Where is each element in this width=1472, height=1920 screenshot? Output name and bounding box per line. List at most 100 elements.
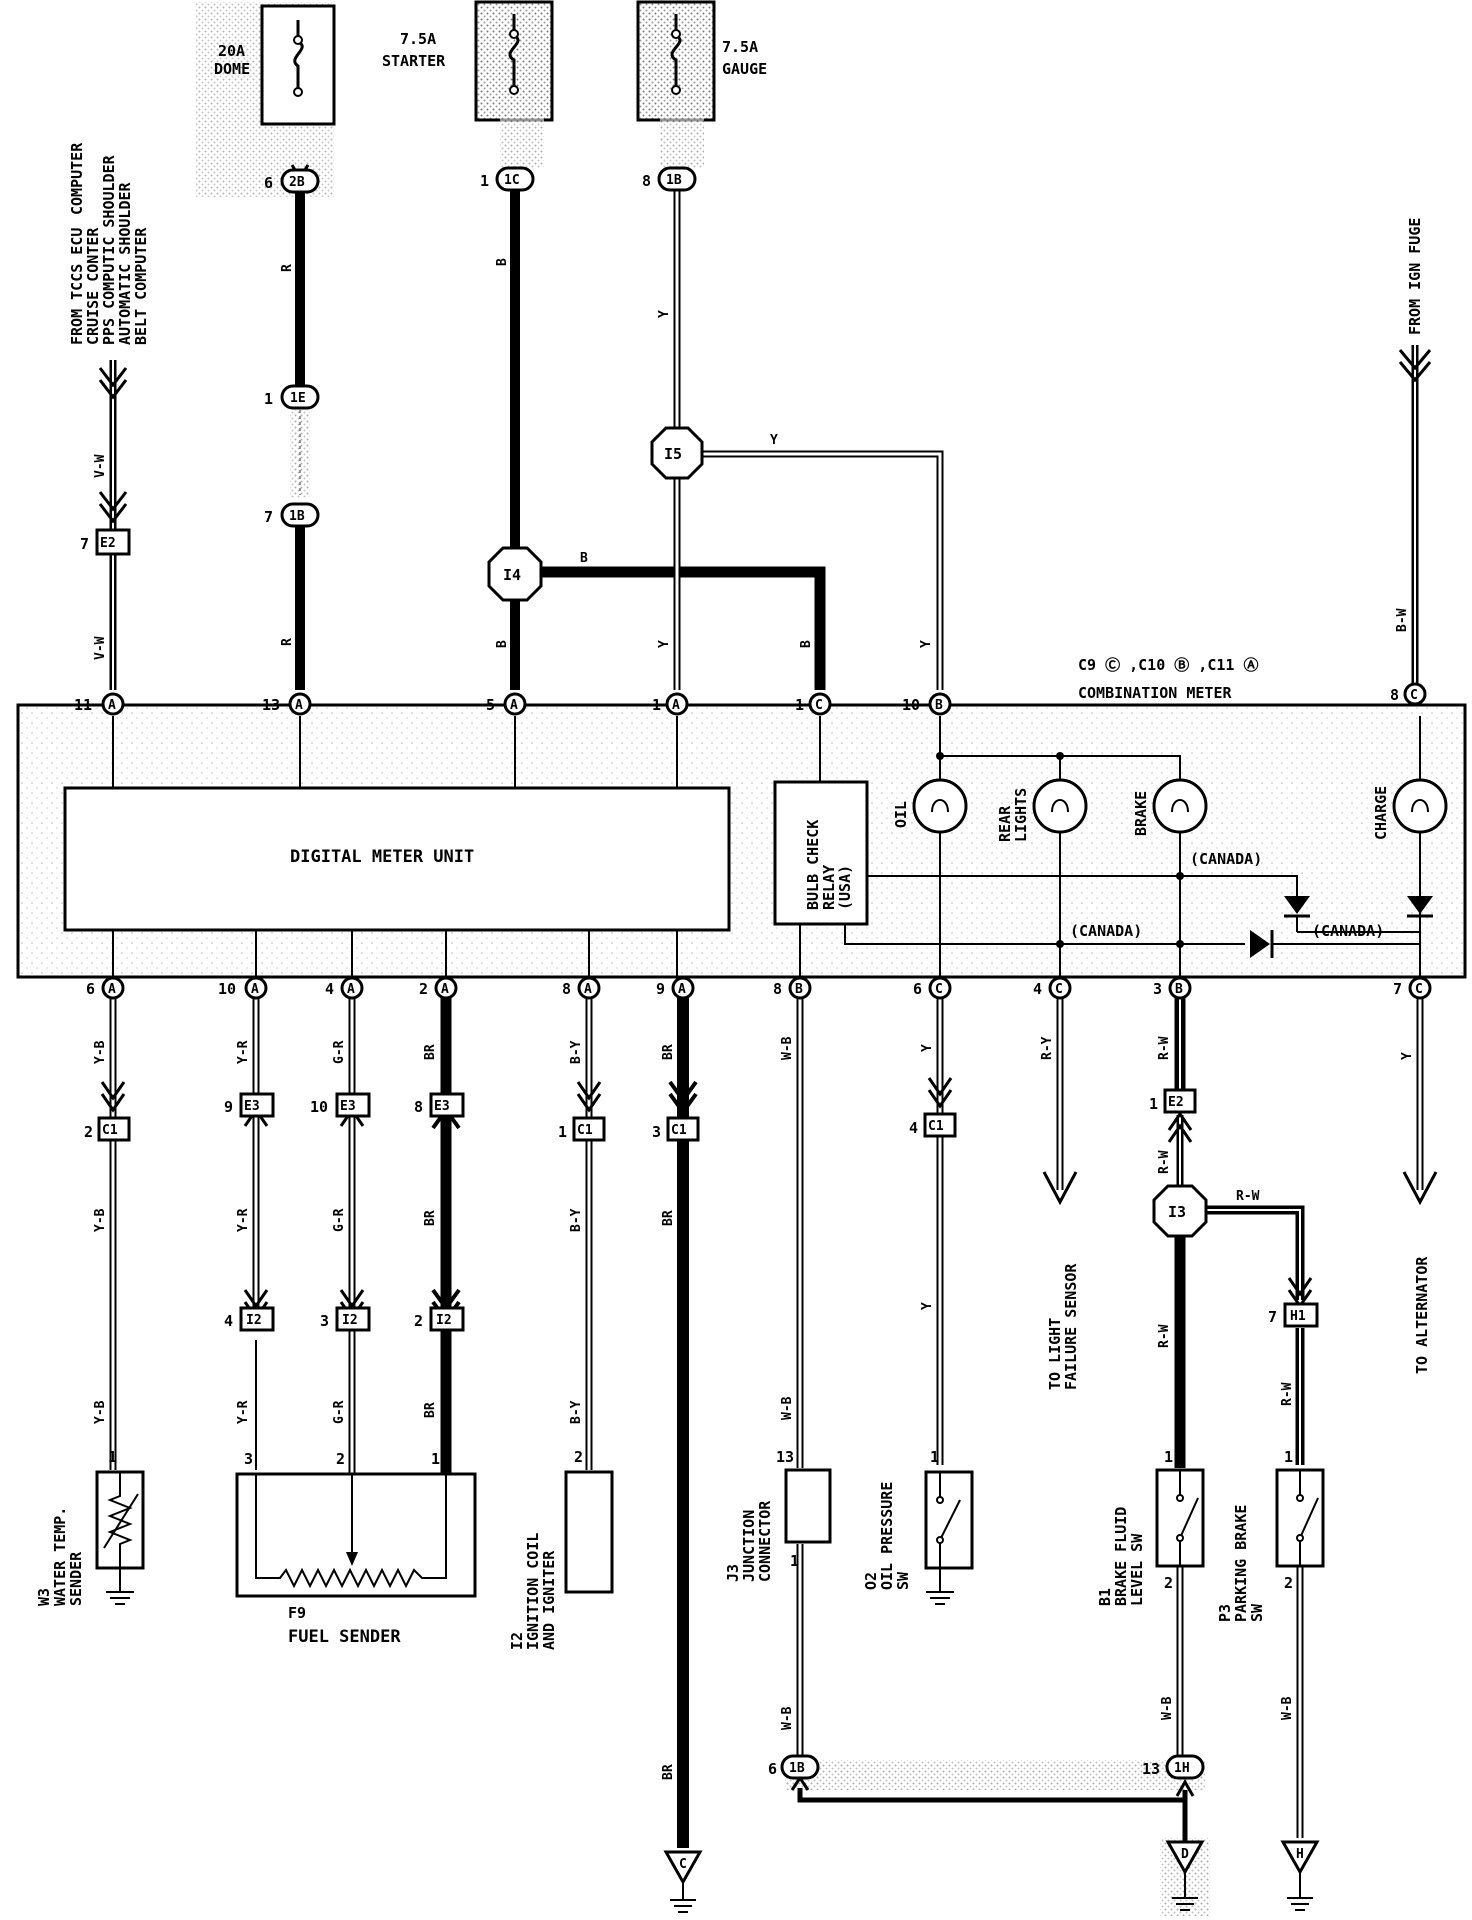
wire-label-y-2: Y — [770, 433, 778, 448]
connector-pin: 1 — [1149, 1095, 1158, 1113]
source-line-5: BELT COMPUTER — [132, 227, 150, 345]
wire-vw-upper — [98, 360, 128, 690]
pin-id: C — [815, 698, 823, 713]
junction-i4: I4 — [487, 546, 543, 602]
connector-id: 1B — [666, 173, 682, 188]
w3-name-2: SENDER — [67, 1551, 85, 1606]
i2-name-2: AND IGNITER — [540, 1550, 558, 1650]
pin-number: 3 — [1153, 980, 1162, 998]
connector-id: 1H — [1174, 1761, 1190, 1776]
wire-label-br-4: BR — [661, 1044, 676, 1060]
wire-by-lower — [576, 995, 602, 1470]
source-line-4: AUTOMATIC SHOULDER — [116, 181, 134, 345]
oil-pressure-switch: 1 O2 OIL PRESSURE SW — [862, 1448, 974, 1605]
connector-1b-gauge: 1B 8 — [642, 166, 697, 192]
connector-id: 1B — [789, 1761, 805, 1776]
combination-meter: C9 Ⓒ ,C10 Ⓑ ,C11 Ⓐ COMBINATION METER DIG… — [16, 656, 1467, 985]
wire-label-wb-1: W-B — [780, 1036, 795, 1060]
w3-pin: 1 — [108, 1448, 117, 1466]
junction-connector: 13 1 J3 JUNCTION CONNECTOR — [724, 1448, 832, 1582]
wire-label-r-2: R — [280, 638, 295, 646]
connector-1e: 1E 1 — [264, 384, 320, 410]
p3-name-1: PARKING BRAKE — [1232, 1505, 1250, 1622]
pin-number: 11 — [74, 696, 92, 714]
o2-name-1: OIL PRESSURE — [878, 1482, 896, 1590]
w3-id: W3 — [35, 1588, 53, 1606]
wire-label-yb-2: Y-B — [93, 1208, 108, 1232]
connector-id: E3 — [244, 1099, 260, 1114]
f9-pin-1: 1 — [431, 1450, 440, 1468]
pin-id: C — [935, 982, 943, 997]
j3-name-2: CONNECTOR — [756, 1500, 774, 1582]
wire-yb-lower — [100, 995, 126, 1470]
parking-brake-switch: 1 2 P3 PARKING BRAKE SW — [1216, 1448, 1325, 1622]
wire-label-yr-3: Y-R — [236, 1400, 251, 1424]
connector-pin: 1 — [264, 390, 273, 408]
connector-pin: 4 — [224, 1312, 233, 1330]
connector-pin: 3 — [320, 1312, 329, 1330]
pin-id: A — [295, 698, 303, 713]
wire-label-wb-3: W-B — [780, 1706, 795, 1730]
wire-label-yr-2: Y-R — [236, 1208, 251, 1232]
connector-id: E3 — [340, 1099, 356, 1114]
j3-pin-13: 13 — [776, 1448, 794, 1466]
wire-label-vw-1: V-W — [93, 454, 108, 478]
fuse-dome-rating: 20A — [218, 42, 245, 60]
connector-id: C1 — [928, 1119, 944, 1134]
bulb-oil-label: OIL — [892, 801, 910, 828]
wire-label-y-4: Y — [919, 640, 934, 648]
wire-label-br-5: BR — [661, 1210, 676, 1226]
junction-i5: I5 — [650, 426, 704, 480]
f9-pin-2: 2 — [336, 1450, 345, 1468]
junction-i3: I3 — [1152, 1184, 1208, 1238]
connector-pin: 6 — [768, 1760, 777, 1778]
pin-number: 1 — [652, 696, 661, 714]
j3-pin-1: 1 — [790, 1552, 799, 1570]
i2-id: I2 — [508, 1632, 526, 1650]
wire-label-wb-5: W-B — [1280, 1696, 1295, 1720]
f9-pin-3: 3 — [244, 1450, 253, 1468]
fuse-dome-name: DOME — [214, 60, 250, 78]
p3-id: P3 — [1216, 1604, 1234, 1622]
pin-number: 5 — [486, 696, 495, 714]
connector-pin: 8 — [642, 172, 651, 190]
connector-pin: 4 — [909, 1119, 918, 1137]
wire-label-gr-1: G-R — [332, 1040, 347, 1064]
wire-label-yr-1: Y-R — [236, 1040, 251, 1064]
pin-number: 6 — [86, 980, 95, 998]
pin-number: 6 — [913, 980, 922, 998]
water-temp-sender: 1 W3 WATER TEMP. SENDER — [35, 1448, 145, 1606]
source-ign-fuse: FROM IGN FUGE — [1406, 218, 1424, 335]
wire-label-b-1: B — [495, 258, 510, 266]
wire-label-yb-3: Y-B — [93, 1400, 108, 1424]
connector-id: I2 — [246, 1313, 262, 1328]
connector-pin: 7 — [1268, 1308, 1277, 1326]
connector-id: I2 — [342, 1313, 358, 1328]
wire-ry-lower — [1042, 995, 1078, 1206]
fuse-gauge-rating: 7.5A — [722, 38, 758, 56]
bulb-oil: OIL — [892, 778, 968, 834]
ignition-coil: 2 I2 IGNITION COIL AND IGNITER — [508, 1448, 614, 1650]
bulb-rear-lights: REAR LIGHTS — [996, 778, 1088, 842]
dest-light-sensor-2: FAILURE SENSOR — [1062, 1263, 1080, 1390]
wire-label-gr-2: G-R — [332, 1208, 347, 1232]
wire-y-upper — [673, 188, 944, 690]
o2-pin: 1 — [930, 1448, 939, 1466]
connector-pin: 10 — [310, 1098, 328, 1116]
pin-number: 4 — [1033, 980, 1042, 998]
ground-h: H — [1280, 1840, 1320, 1911]
o2-name-2: SW — [894, 1571, 912, 1590]
connector-pin: 8 — [414, 1098, 423, 1116]
ground-c: C — [663, 1850, 703, 1913]
meter-ids: C9 Ⓒ ,C10 Ⓑ ,C11 Ⓐ — [1078, 656, 1258, 674]
j3-name-1: JUNCTION — [740, 1510, 758, 1582]
fuse-gauge-name: GAUGE — [722, 60, 767, 78]
ground-c-label: C — [679, 1857, 687, 1872]
fuse-dome: 20A DOME — [196, 2, 336, 197]
wire-label-r-1: R — [280, 264, 295, 272]
b1-pin-2: 2 — [1164, 1574, 1173, 1592]
bulb-rear-label-2: LIGHTS — [1012, 788, 1030, 842]
f9-name: FUEL SENDER — [288, 1627, 401, 1647]
connector-id: E2 — [100, 536, 116, 551]
